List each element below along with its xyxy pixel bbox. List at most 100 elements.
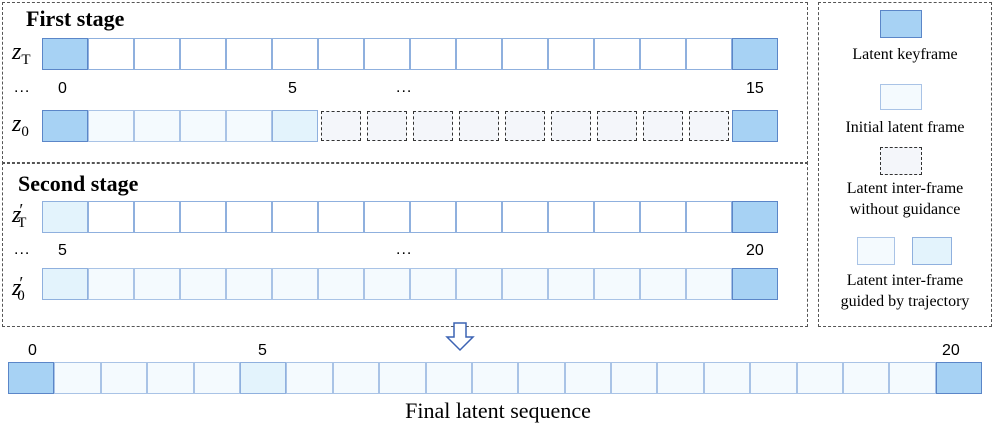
- latent-frame-guided-light: [100, 362, 148, 394]
- latent-frame-key: [732, 38, 778, 70]
- latent-frame-guided-light: [379, 362, 426, 394]
- z0-var: z: [12, 111, 22, 137]
- latent-frame-plain: [88, 38, 134, 70]
- latent-frame-plain: [364, 38, 410, 70]
- legend-panel: [818, 2, 992, 327]
- second-stage-top-row: [42, 201, 778, 233]
- latent-frame-guided-light: [134, 268, 180, 300]
- first-stage-index-mid: 5: [288, 80, 297, 97]
- z0-sub: 0: [21, 124, 29, 140]
- second-stage-bottom-row: [42, 268, 778, 300]
- latent-frame-plain: [180, 201, 226, 233]
- latent-frame-guided-light: [364, 268, 410, 300]
- latent-frame-guided: [239, 362, 287, 394]
- final-index-mid: 5: [258, 342, 267, 359]
- latent-frame-guided-light: [502, 268, 548, 300]
- legend-guided-light-swatch: [857, 237, 895, 265]
- legend-guided-text: Latent inter-frame guided by trajectory: [820, 270, 990, 312]
- latent-frame-plain: [318, 201, 364, 233]
- z0-prime-mark: ′: [19, 273, 24, 293]
- latent-frame-plain: [226, 201, 272, 233]
- latent-frame-noguide: [689, 111, 729, 141]
- latent-frame-guided: [272, 110, 318, 142]
- latent-frame-plain: [502, 201, 548, 233]
- zT-var: z: [12, 39, 22, 65]
- latent-frame-guided-light: [147, 362, 194, 394]
- latent-frame-plain: [410, 201, 456, 233]
- latent-frame-key: [42, 38, 88, 70]
- latent-frame-plain: [410, 38, 456, 70]
- latent-frame-plain: [502, 38, 548, 70]
- legend-initial-swatch: [880, 84, 922, 110]
- latent-frame-key: [8, 362, 55, 394]
- latent-frame-noguide: [643, 111, 683, 141]
- latent-frame-guided-light: [332, 362, 380, 394]
- z0-prime-var: z: [12, 275, 22, 301]
- latent-frame-guided-light: [640, 268, 686, 300]
- legend-guided-line2: guided by trajectory: [840, 293, 970, 310]
- latent-frame-plain: [134, 38, 180, 70]
- latent-frame-guided-light: [564, 362, 612, 394]
- latent-frame-key: [732, 201, 778, 233]
- final-index-end: 20: [942, 342, 960, 359]
- latent-frame-guided-light: [54, 362, 101, 394]
- latent-frame-guided-light: [226, 110, 272, 142]
- second-stage-zT-label: z′T: [12, 200, 26, 235]
- latent-frame-plain: [640, 38, 686, 70]
- latent-frame-plain: [88, 201, 134, 233]
- latent-frame-guided-light: [796, 362, 844, 394]
- down-arrow-icon: [445, 322, 475, 352]
- zT-prime-mark: ′: [19, 200, 24, 220]
- final-index-start: 0: [28, 342, 37, 359]
- final-sequence-row: [8, 362, 983, 394]
- latent-frame-key: [732, 268, 778, 300]
- latent-frame-guided: [42, 201, 88, 233]
- latent-frame-guided: [42, 268, 88, 300]
- first-stage-title: First stage: [26, 6, 125, 31]
- latent-frame-guided-light: [88, 110, 134, 142]
- latent-frame-plain: [272, 38, 318, 70]
- final-sequence-label: Final latent sequence: [405, 398, 591, 423]
- second-stage-ellipsis-left: ...: [14, 241, 31, 258]
- latent-frame-noguide: [505, 111, 545, 141]
- latent-frame-guided-light: [226, 268, 272, 300]
- latent-frame-guided-light: [611, 362, 658, 394]
- latent-frame-guided-light: [471, 362, 519, 394]
- latent-frame-plain: [594, 201, 640, 233]
- latent-frame-plain: [594, 38, 640, 70]
- first-stage-index-start: 0: [58, 80, 67, 97]
- latent-frame-guided-light: [843, 362, 890, 394]
- second-stage-index-end: 20: [746, 242, 764, 259]
- latent-frame-plain: [456, 38, 502, 70]
- latent-frame-guided-light: [134, 110, 180, 142]
- latent-frame-noguide: [321, 111, 361, 141]
- latent-frame-guided-light: [180, 110, 226, 142]
- legend-keyframe-swatch: [880, 10, 922, 38]
- first-stage-zT-label: zT: [12, 40, 31, 72]
- latent-frame-plain: [318, 38, 364, 70]
- second-stage-title: Second stage: [18, 171, 139, 196]
- legend-noguide-line1: Latent inter-frame: [846, 180, 964, 197]
- latent-frame-plain: [686, 38, 732, 70]
- latent-frame-guided-light: [518, 362, 565, 394]
- latent-frame-guided-light: [88, 268, 134, 300]
- latent-frame-plain: [134, 201, 180, 233]
- latent-frame-plain: [548, 38, 594, 70]
- latent-frame-plain: [686, 201, 732, 233]
- second-stage-z0-label: z′0: [12, 273, 25, 308]
- latent-frame-guided-light: [657, 362, 704, 394]
- second-stage-panel: [2, 162, 808, 327]
- latent-frame-guided-light: [180, 268, 226, 300]
- latent-frame-key: [935, 362, 983, 394]
- latent-frame-key: [732, 110, 778, 142]
- first-stage-panel: [2, 2, 808, 164]
- latent-frame-guided-light: [686, 268, 732, 300]
- latent-frame-guided-light: [410, 268, 456, 300]
- legend-initial-text: Initial latent frame: [845, 119, 965, 136]
- latent-frame-guided-light: [889, 362, 936, 394]
- latent-frame-plain: [180, 38, 226, 70]
- latent-frame-guided-light: [548, 268, 594, 300]
- latent-frame-plain: [226, 38, 272, 70]
- legend-guided-line1: Latent inter-frame: [846, 272, 964, 289]
- latent-frame-key: [42, 110, 88, 142]
